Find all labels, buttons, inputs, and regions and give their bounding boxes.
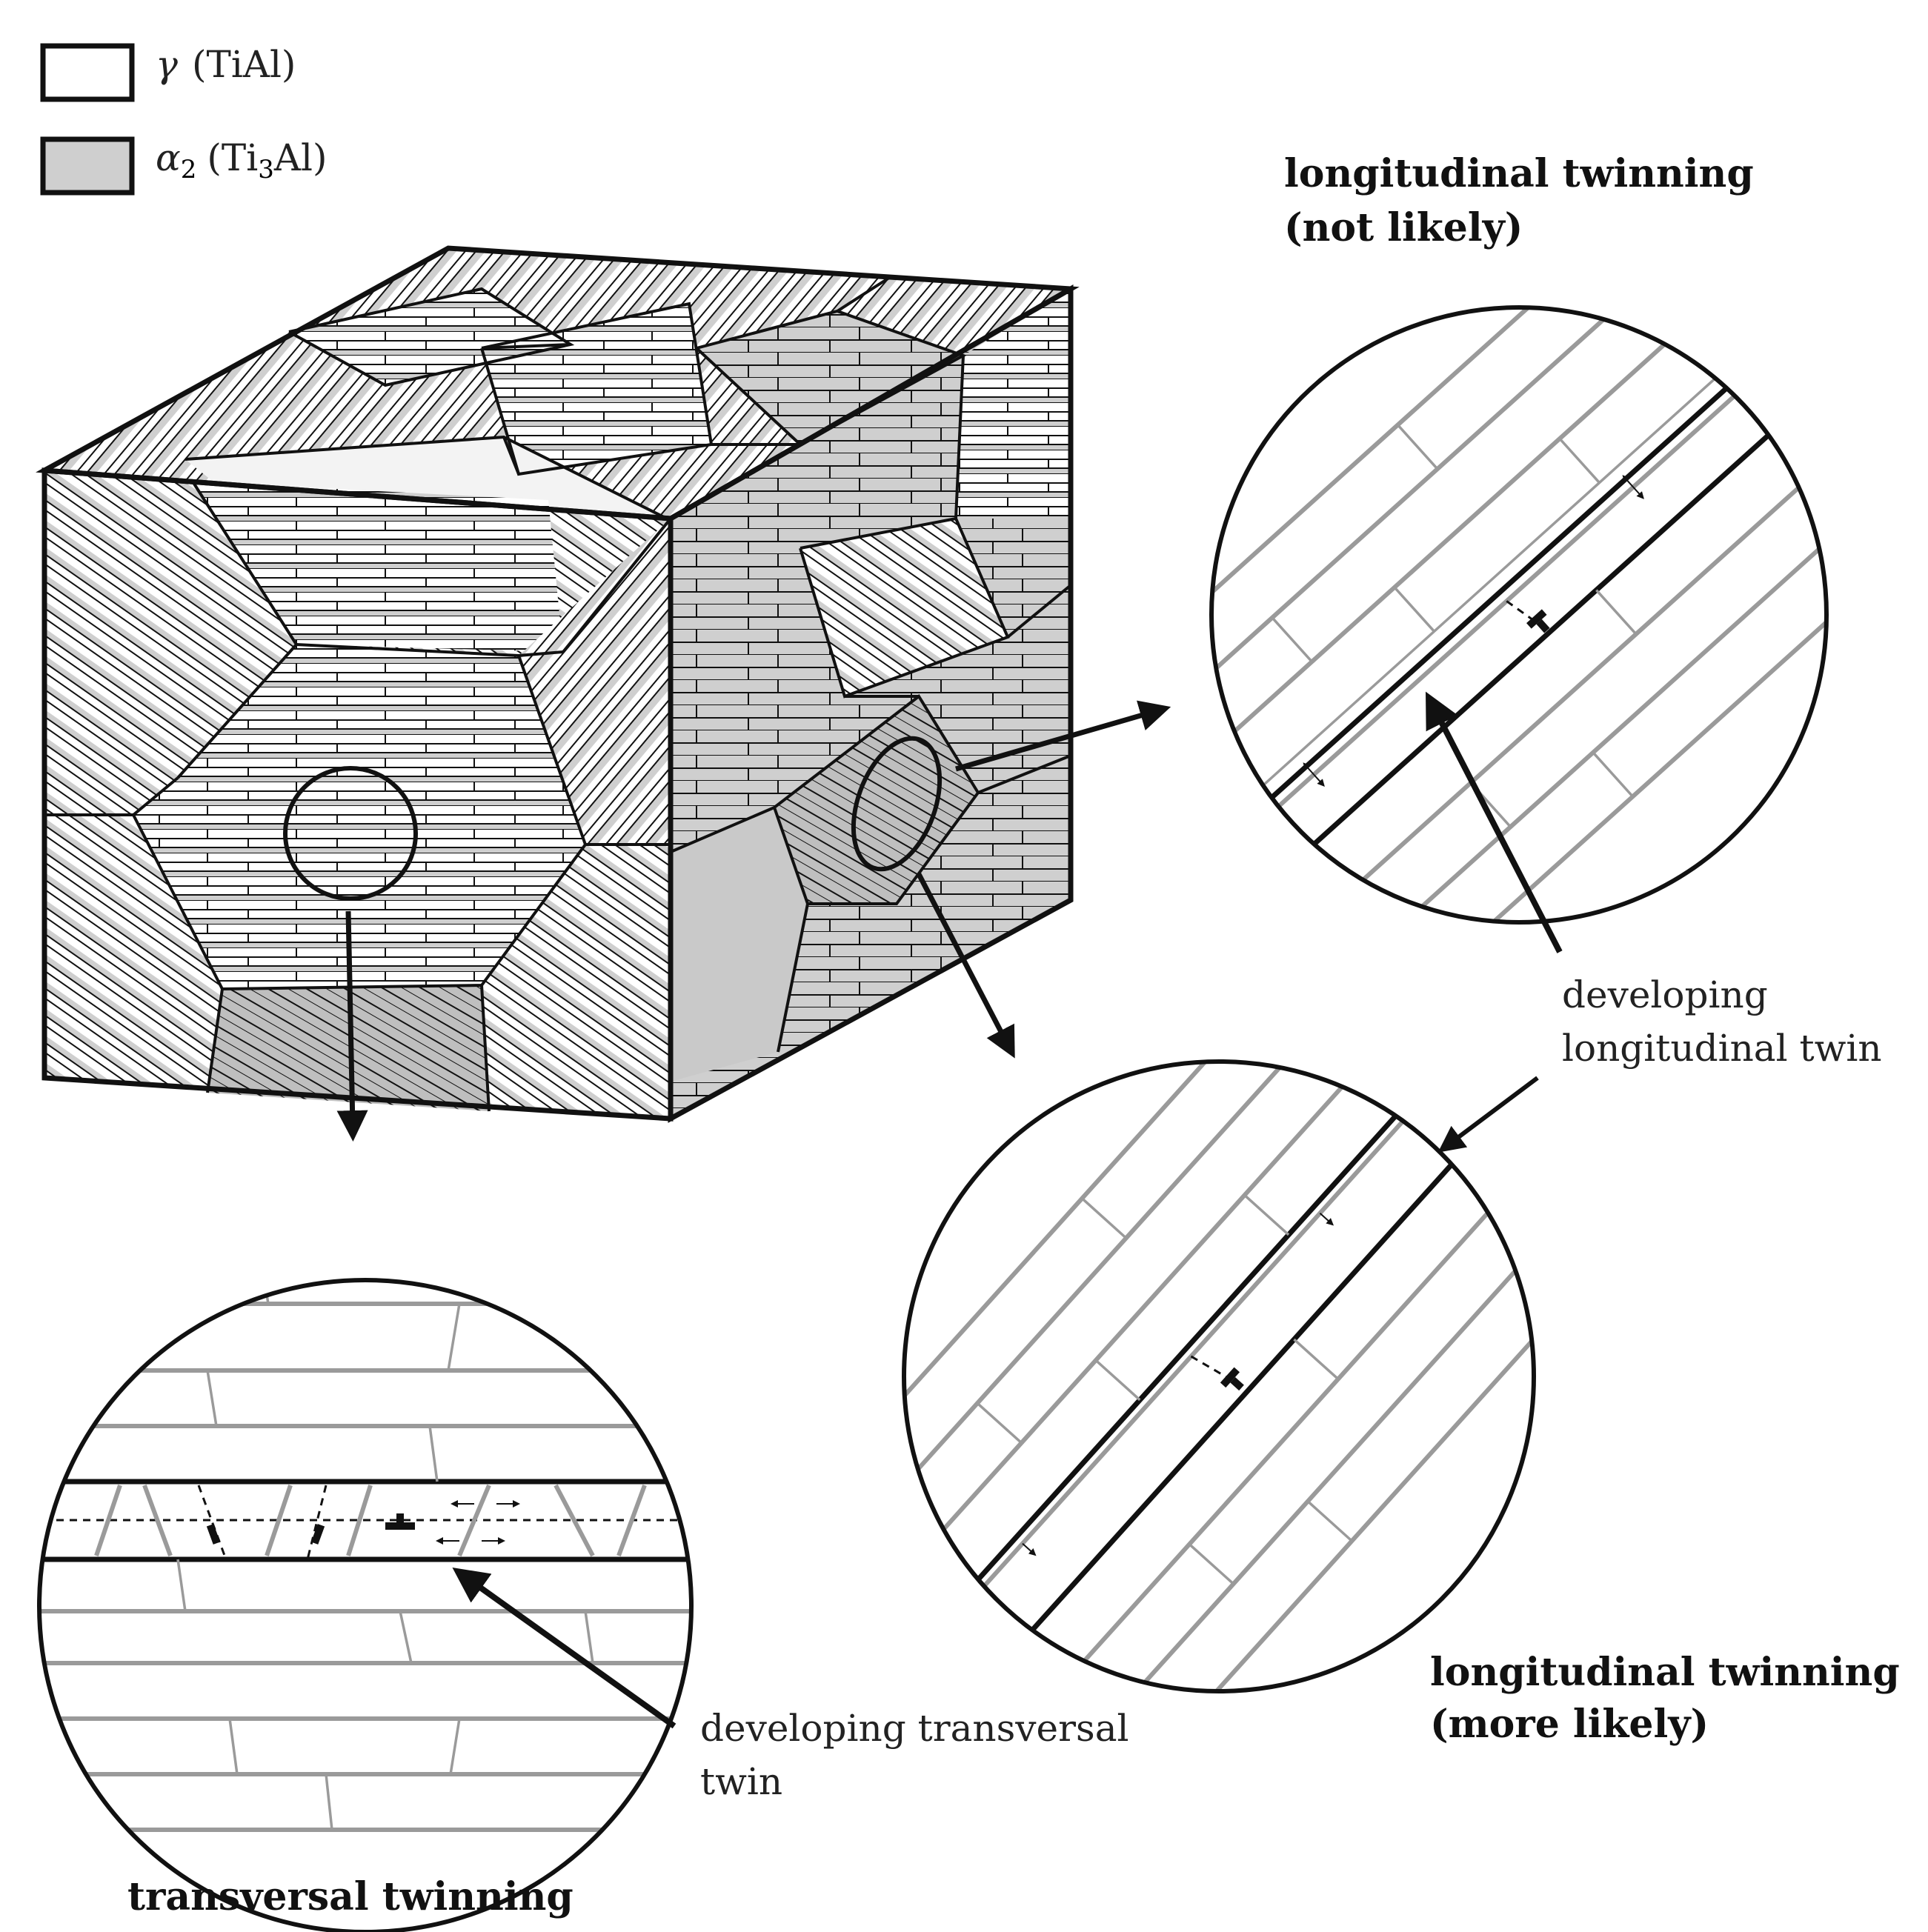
label-transversal-twinning: transversal twinning	[127, 1874, 574, 1919]
label-developing-longitudinal-line2: longitudinal twin	[1562, 1027, 1882, 1070]
zoom-longitudinal-not-likely	[1209, 305, 1829, 925]
arrow-to-longitudinal-more-likely	[916, 873, 1015, 1059]
label-developing-longitudinal-line1: developing	[1562, 973, 1768, 1016]
right-face-grain-2	[800, 519, 1008, 696]
grain-boundaries	[44, 276, 1072, 1112]
left-face-upper-grain	[193, 482, 563, 652]
pointer-developing-longitudinal-ne	[1426, 691, 1563, 953]
legend-alpha2-swatch	[40, 136, 135, 196]
label-longitudinal-more-likely-line1: longitudinal twinning	[1430, 1650, 1900, 1695]
legend-gamma-swatch	[40, 43, 135, 102]
annotations: longitudinal twinning (not likely) devel…	[127, 151, 1900, 1919]
legend-alpha2-label: α2(Ti3Al)	[156, 136, 328, 184]
arrow-to-transversal	[336, 910, 368, 1142]
left-face-center-grain	[133, 644, 585, 989]
polycrystal-cube	[36, 245, 1080, 1123]
zoom-transversal-twinning	[37, 1278, 694, 1932]
zoom-longitudinal-more-likely	[902, 1059, 1536, 1693]
connector-arrows	[336, 700, 1171, 1142]
top-grain-3	[697, 311, 963, 444]
label-longitudinal-not-likely-line2: (not likely)	[1284, 205, 1523, 250]
right-face-grain-3	[671, 807, 808, 1082]
right-face-grain-1	[774, 696, 978, 904]
arrow-to-longitudinal-not-likely	[955, 700, 1171, 772]
left-face-bottom-grain	[207, 985, 489, 1111]
legend-gamma-label: γ (TiAl)	[156, 43, 296, 86]
label-developing-transversal-line2: twin	[700, 1760, 782, 1803]
selection-circle-left	[283, 766, 418, 901]
pointer-developing-longitudinal-se	[1437, 1076, 1539, 1153]
label-longitudinal-not-likely-line1: longitudinal twinning	[1284, 151, 1754, 196]
cube-outline-right	[668, 284, 1074, 1123]
selection-ellipse-right	[851, 736, 943, 872]
label-longitudinal-more-likely-line2: (more likely)	[1430, 1702, 1709, 1747]
legend: γ (TiAl) α2(Ti3Al)	[40, 43, 328, 196]
pointer-arrows	[452, 691, 1563, 1729]
top-grain-1	[289, 289, 571, 385]
right-face-grain-4	[956, 289, 1071, 519]
pointer-developing-transversal	[452, 1568, 677, 1729]
label-developing-transversal-line1: developing transversal	[700, 1707, 1129, 1750]
top-grain-4	[185, 437, 667, 519]
